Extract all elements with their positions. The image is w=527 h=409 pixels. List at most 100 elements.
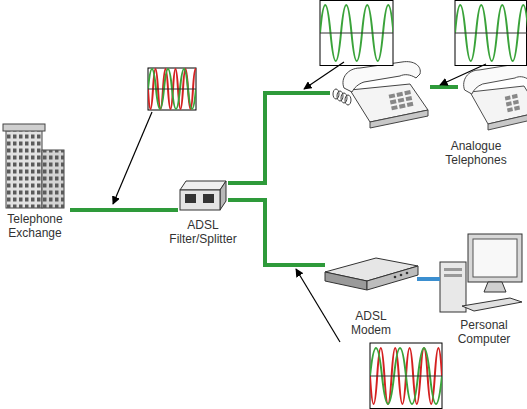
art-shape [488,112,527,130]
waveform-inset [455,1,527,66]
art-shape [370,348,442,404]
personal-computer [440,234,522,312]
waveform-inset [320,1,394,66]
art-shape [405,96,412,101]
label-block: Telephone Exchange [0,212,70,240]
art-shape [512,94,518,99]
phone-extension-wire [430,85,458,89]
art-shape [6,130,42,208]
art-shape [404,90,411,95]
art-shape [148,69,196,109]
art-shape [3,124,45,131]
art-shape [148,69,196,109]
art-shape [370,110,428,128]
art-shape [370,376,442,377]
art-shape [341,93,347,103]
art-shape [399,103,406,108]
art-shape [320,1,393,66]
art-shape [455,5,527,61]
label-block: ADSL Modem [346,309,396,337]
art-shape [180,190,220,210]
exchange-node: Telephone Exchange [0,120,70,240]
modem [325,258,418,290]
node-label: ADSL Filter/Splitter [153,218,253,246]
art-shape [394,276,397,279]
art-shape [345,95,351,105]
art-shape [507,107,513,112]
art-shape [320,5,393,61]
node-label: Personal Computer [442,318,527,346]
computer-node: Personal Computer [440,228,525,346]
art-shape [473,239,517,277]
exchange-building [3,124,64,208]
art-shape [389,93,396,98]
signal-wire [70,208,178,212]
art-shape [389,90,414,110]
signal-wire [228,200,325,265]
label-block: Analogue Telephones [428,139,525,167]
art-shape [462,298,522,311]
art-shape [333,89,339,99]
node-label: ADSL Modem [346,309,396,337]
art-shape [6,130,42,208]
art-shape [185,194,196,203]
waveform-inset [370,343,442,409]
telephone [333,62,428,128]
waveform-inset [148,68,198,110]
art-shape [505,95,511,100]
art-shape [444,274,462,277]
art-shape [367,266,418,290]
art-shape [464,64,527,94]
art-shape [370,348,442,404]
connector-layer [70,93,440,279]
art-shape [320,33,393,34]
art-shape [396,92,403,97]
art-shape [440,262,466,312]
signal-wire [228,93,330,183]
art-shape [370,343,442,409]
telephone [464,64,527,130]
art-shape [343,62,420,92]
art-shape [203,194,214,203]
art-shape [484,282,506,292]
modem-node: ADSL Modem [325,250,417,337]
art-shape [400,274,403,277]
label-block: ADSL Filter/Splitter [153,218,253,246]
node-label: Telephone Exchange [0,212,70,240]
node-label: Analogue Telephones [428,139,525,167]
art-shape [468,234,522,282]
art-shape [180,181,226,190]
art-shape [407,102,414,107]
splitter-box [180,181,226,210]
splitter-node: ADSL Filter/Splitter [178,176,228,246]
art-shape [455,5,527,61]
art-shape [325,272,367,290]
art-shape [506,101,512,106]
label-block: Personal Computer [442,318,527,346]
art-shape [455,33,527,34]
telephones-node: Analogue Telephones [330,62,527,167]
art-shape [514,105,520,110]
art-shape [390,99,397,104]
art-shape [444,268,462,271]
art-shape [148,89,196,90]
art-shape [440,64,486,85]
art-shape [505,94,520,113]
art-shape [337,91,343,101]
art-shape [220,181,226,210]
art-shape [320,5,393,61]
signal-wire [417,277,440,281]
art-shape [296,269,340,342]
art-shape [304,62,344,89]
art-shape [406,272,409,275]
art-shape [370,348,442,404]
art-shape [42,150,64,208]
art-shape [513,100,519,105]
art-shape [148,69,196,109]
art-shape [398,98,405,103]
art-shape [391,105,398,110]
art-shape [42,150,64,208]
